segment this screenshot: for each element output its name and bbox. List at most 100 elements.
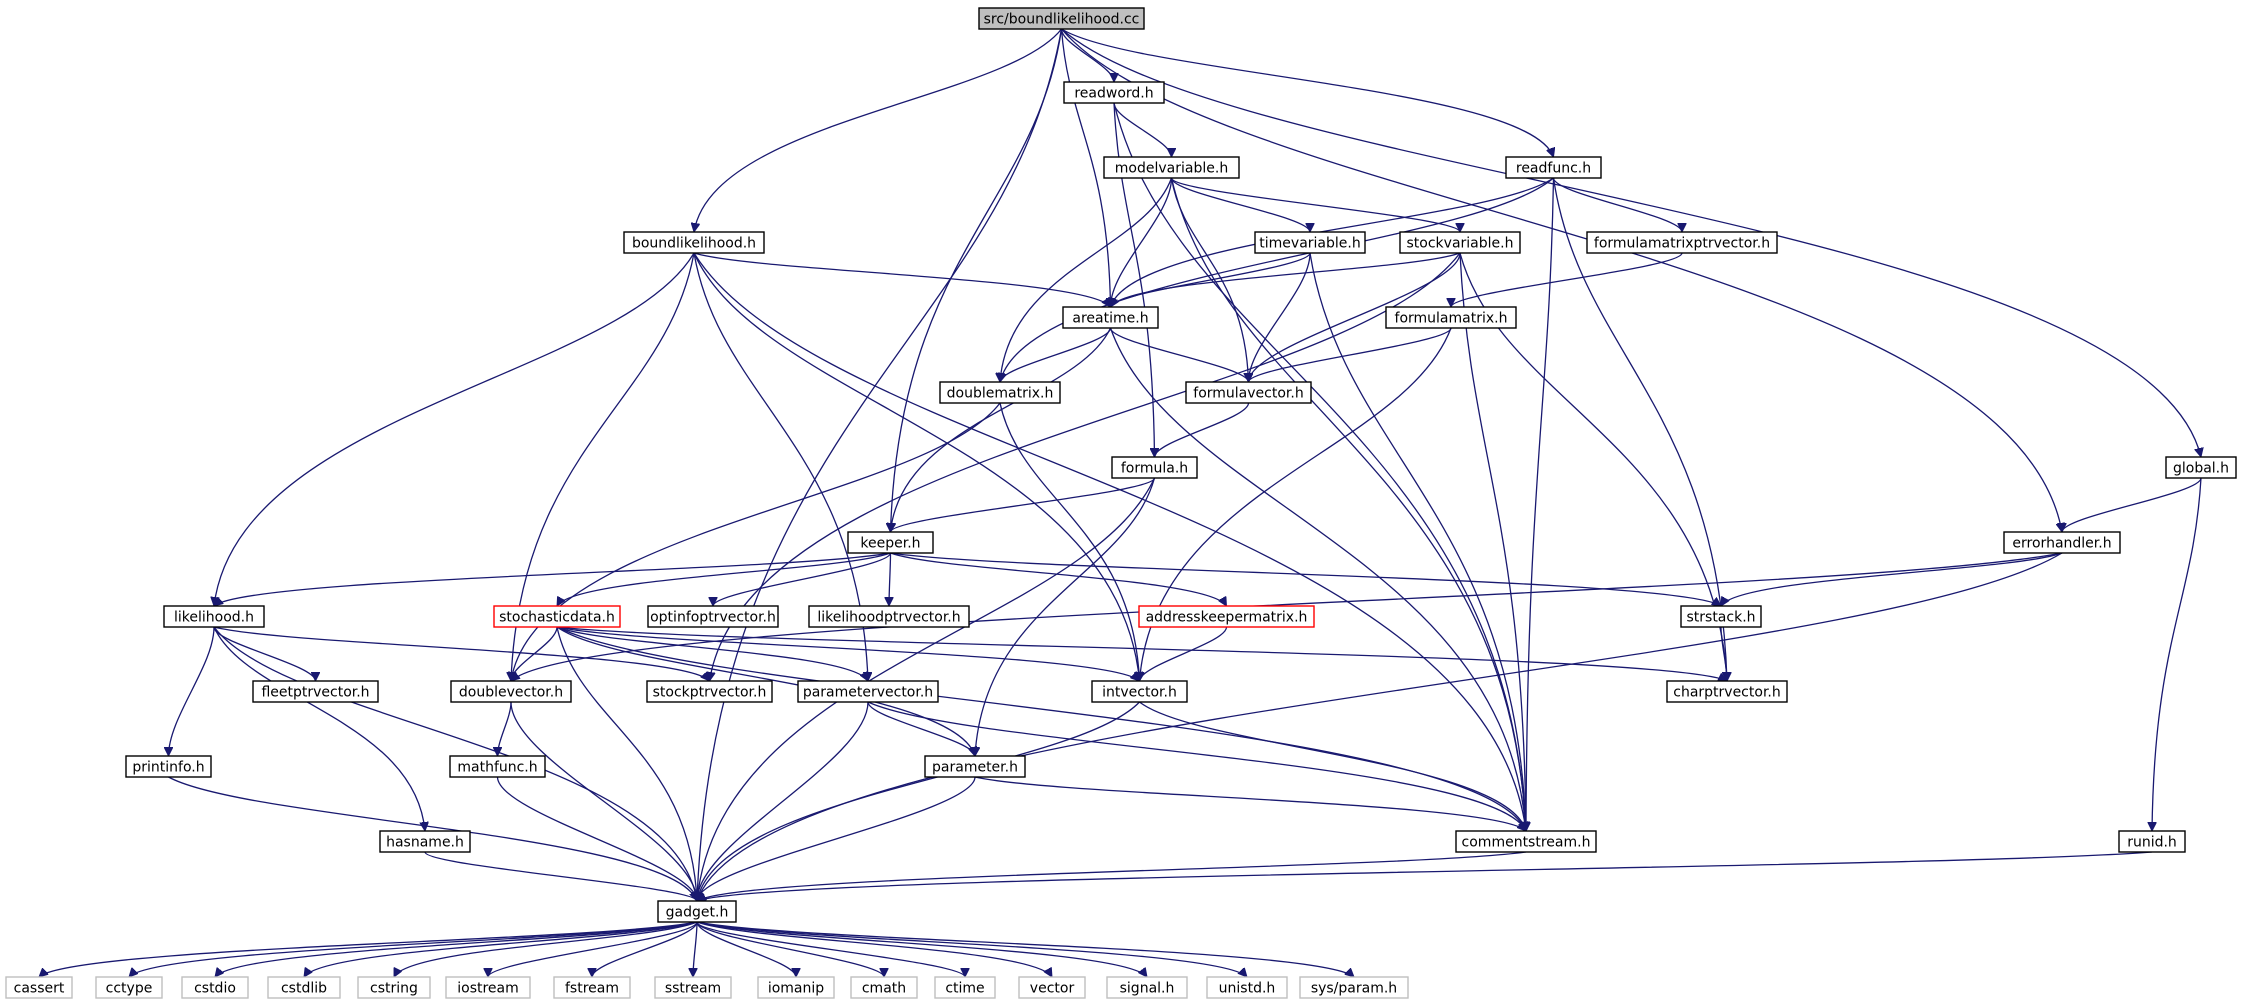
edge-parametervector-to-gadget <box>697 701 869 901</box>
edge-gadget-to-cstdio <box>215 921 698 977</box>
node-addresskeepermatrix[interactable]: addresskeepermatrix.h <box>1138 605 1315 628</box>
node-cmath-box <box>850 976 918 999</box>
node-stockvariable[interactable]: stockvariable.h <box>1399 231 1521 254</box>
edge-gadget-to-cstring <box>393 921 698 977</box>
edge-boundlikelihood-to-intvector <box>693 252 1140 681</box>
node-vector[interactable]: vector <box>1018 976 1086 999</box>
node-boundlikelihood[interactable]: boundlikelihood.h <box>623 231 765 254</box>
edge-areatime-to-commentstream <box>1109 327 1527 831</box>
node-ctime[interactable]: ctime <box>934 976 996 999</box>
node-gadget-box <box>657 900 737 923</box>
node-commentstream[interactable]: commentstream.h <box>1455 830 1597 853</box>
node-formulavector[interactable]: formulavector.h <box>1185 381 1312 404</box>
node-parametervector[interactable]: parametervector.h <box>797 680 939 703</box>
node-stochasticdata-label: stochasticdata.h <box>499 610 615 626</box>
edge-root-to-readfunc <box>1061 28 1554 157</box>
node-stochasticdata-box <box>493 605 621 628</box>
edge-gadget-to-cctype <box>129 921 698 977</box>
node-doublematrix-label: doublematrix.h <box>947 386 1054 402</box>
node-fleetptrvector-label: fleetptrvector.h <box>261 685 369 701</box>
node-errorhandler-box <box>2003 531 2121 554</box>
node-unistd[interactable]: unistd.h <box>1206 976 1288 999</box>
node-likelihoodptrvector-label: likelihoodptrvector.h <box>817 610 960 626</box>
node-stockptrvector[interactable]: stockptrvector.h <box>646 680 773 703</box>
node-cstdlib[interactable]: cstdlib <box>267 976 341 999</box>
node-readfunc[interactable]: readfunc.h <box>1505 156 1602 179</box>
edge-gadget-to-vector <box>696 921 1053 977</box>
node-root[interactable]: src/boundlikelihood.cc <box>978 7 1145 30</box>
node-strstack[interactable]: strstack.h <box>1680 605 1762 628</box>
node-intvector-box <box>1091 680 1188 703</box>
node-formula[interactable]: formula.h <box>1111 456 1198 479</box>
edge-intvector-to-gadget <box>697 701 1140 901</box>
node-parameter[interactable]: parameter.h <box>924 755 1026 778</box>
node-cctype-label: cctype <box>106 981 153 997</box>
node-formulamatrixptrvector[interactable]: formulamatrixptrvector.h <box>1586 231 1778 254</box>
node-cstdlib-label: cstdlib <box>281 981 327 997</box>
node-hasname-box <box>379 830 471 853</box>
edge-stochasticdata-to-parametervector <box>556 626 869 681</box>
node-stochasticdata[interactable]: stochasticdata.h <box>493 605 621 628</box>
node-sysparam-box <box>1299 976 1409 999</box>
node-sstream[interactable]: sstream <box>654 976 732 999</box>
node-doublematrix-box <box>939 381 1061 404</box>
node-keeper[interactable]: keeper.h <box>847 531 934 554</box>
node-hasname[interactable]: hasname.h <box>379 830 471 853</box>
node-sysparam[interactable]: sys/param.h <box>1299 976 1409 999</box>
node-gadget[interactable]: gadget.h <box>657 900 737 923</box>
edge-stochasticdata-to-intvector <box>556 626 1140 681</box>
node-parametervector-box <box>797 680 939 703</box>
node-areatime[interactable]: areatime.h <box>1062 306 1159 329</box>
node-errorhandler[interactable]: errorhandler.h <box>2003 531 2121 554</box>
node-doublematrix[interactable]: doublematrix.h <box>939 381 1061 404</box>
edge-timevariable-to-commentstream <box>1309 252 1526 831</box>
node-ctime-label: ctime <box>945 981 984 997</box>
node-iomanip[interactable]: iomanip <box>757 976 835 999</box>
node-formulavector-box <box>1185 381 1312 404</box>
node-hasname-label: hasname.h <box>386 835 464 851</box>
node-cstdio[interactable]: cstdio <box>181 976 249 999</box>
node-likelihoodptrvector[interactable]: likelihoodptrvector.h <box>808 605 970 628</box>
node-fleetptrvector[interactable]: fleetptrvector.h <box>252 680 379 703</box>
node-likelihood[interactable]: likelihood.h <box>163 605 265 628</box>
edge-boundlikelihood-to-likelihood <box>214 252 695 606</box>
node-timevariable[interactable]: timevariable.h <box>1254 231 1366 254</box>
node-readword[interactable]: readword.h <box>1063 81 1165 104</box>
edge-formulamatrixptrvector-to-formulamatrix <box>1451 252 1683 308</box>
node-runid[interactable]: runid.h <box>2118 830 2186 853</box>
node-formulamatrix[interactable]: formulamatrix.h <box>1385 306 1517 329</box>
node-charptrvector[interactable]: charptrvector.h <box>1666 680 1788 703</box>
node-areatime-box <box>1062 306 1159 329</box>
node-cmath[interactable]: cmath <box>850 976 918 999</box>
edge-mathfunc-to-gadget <box>496 776 698 902</box>
node-cstring[interactable]: cstring <box>357 976 431 999</box>
edge-modelvariable-to-commentstream <box>1170 177 1527 831</box>
node-iostream[interactable]: iostream <box>445 976 531 999</box>
node-modelvariable[interactable]: modelvariable.h <box>1103 156 1240 179</box>
node-readfunc-box <box>1505 156 1602 179</box>
node-optinfoptrvector-box <box>647 605 779 628</box>
edge-timevariable-to-formulavector <box>1249 252 1311 382</box>
node-signal[interactable]: signal.h <box>1106 976 1188 999</box>
node-optinfoptrvector[interactable]: optinfoptrvector.h <box>647 605 779 628</box>
node-areatime-label: areatime.h <box>1072 311 1148 327</box>
node-intvector[interactable]: intvector.h <box>1091 680 1188 703</box>
edge-addresskeepermatrix-to-intvector <box>1140 626 1228 682</box>
node-mathfunc-box <box>449 755 546 778</box>
node-optinfoptrvector-label: optinfoptrvector.h <box>650 610 776 626</box>
node-doublevector[interactable]: doublevector.h <box>450 680 572 703</box>
node-parameter-box <box>924 755 1026 778</box>
node-cassert[interactable]: cassert <box>5 976 73 999</box>
edge-gadget-to-unistd <box>696 921 1247 977</box>
node-timevariable-label: timevariable.h <box>1259 236 1360 252</box>
node-printinfo[interactable]: printinfo.h <box>125 755 212 778</box>
edge-gadget-to-iostream <box>488 921 698 978</box>
node-vector-box <box>1018 976 1086 999</box>
edge-areatime-to-formulavector <box>1109 327 1249 383</box>
node-mathfunc[interactable]: mathfunc.h <box>449 755 546 778</box>
node-formula-box <box>1111 456 1198 479</box>
edge-gadget-to-cstdlib <box>304 921 698 977</box>
node-fstream[interactable]: fstream <box>553 976 631 999</box>
node-cctype[interactable]: cctype <box>95 976 163 999</box>
node-global[interactable]: global.h <box>2165 456 2237 479</box>
